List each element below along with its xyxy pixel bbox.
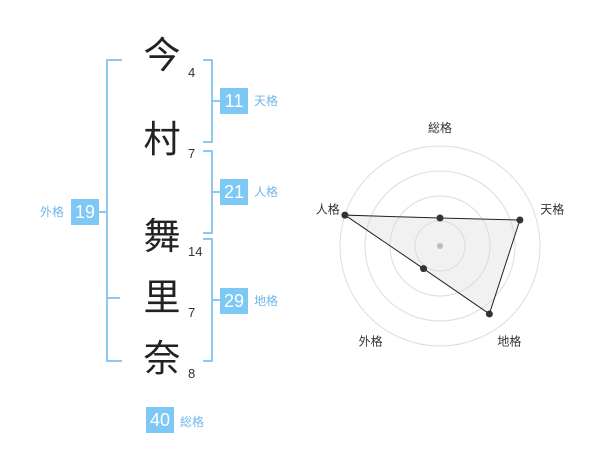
soukaku-value-badge: 40 [146,407,174,433]
name-char-4: 里 [143,276,181,319]
stroke-count-3: 14 [188,244,203,259]
radar-axis-label: 地格 [497,333,521,348]
name-char-3: 舞 [143,215,181,258]
name-char-5: 奈 [143,337,181,380]
tenkaku-bracket [203,59,213,143]
radar-point [341,211,349,219]
radar-center-dot [437,243,443,249]
stroke-count-2: 7 [188,146,196,161]
name-char-1: 今 [143,34,181,77]
tenkaku-value-badge: 11 [220,88,248,114]
soukaku-label: 総格 [180,415,205,429]
chikaku-value-badge: 29 [220,288,248,314]
jinkaku-connector [213,191,221,193]
tenkaku-connector [213,100,221,102]
gaikaku-value-badge: 19 [71,199,99,225]
radar-point [485,310,493,318]
radar-axis-label: 総格 [428,120,452,135]
chikaku-connector [213,299,221,301]
radar-axis-label: 外格 [359,333,383,348]
name-char-2: 村 [143,118,181,161]
chikaku-label: 地格 [254,294,279,308]
gaikaku-connector [99,211,107,213]
gaikaku-label: 外格 [40,205,65,219]
gaikaku-bracket [106,59,122,362]
tenkaku-label: 天格 [254,94,279,108]
chikaku-bracket [203,238,213,362]
jinkaku-label: 人格 [254,185,279,199]
gaikaku-inner-tick [106,297,120,299]
stroke-count-1: 4 [188,65,196,80]
radar-point [436,214,444,222]
stroke-count-5: 8 [188,366,196,381]
radar-point [516,216,524,224]
radar-point [420,265,428,273]
radar-axis-label: 天格 [540,202,564,217]
radar-points [341,211,524,318]
radar-grid [339,145,541,347]
jinkaku-bracket [203,150,213,234]
jinkaku-value-badge: 21 [220,179,248,205]
radar-axis-label: 人格 [316,202,340,217]
radar-grid-ring [364,170,516,322]
radar-grid-ring [339,145,541,347]
radar-area [343,214,521,315]
stroke-count-4: 7 [188,305,196,320]
